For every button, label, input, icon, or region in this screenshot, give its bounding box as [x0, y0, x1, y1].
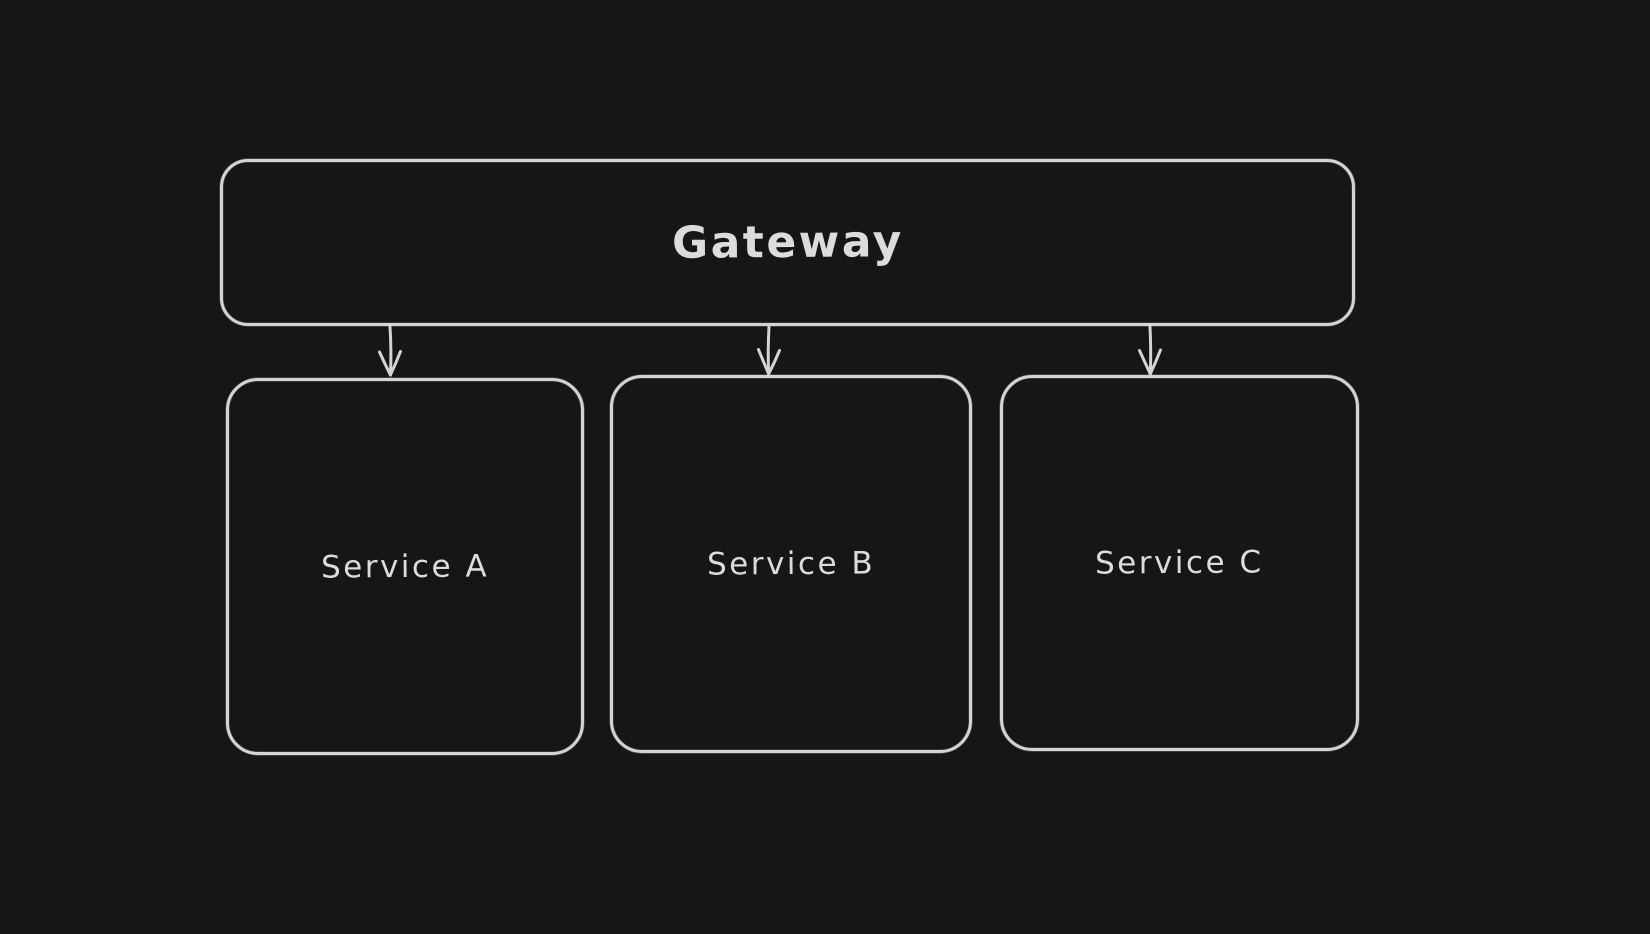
service-b-node-label: Service B: [706, 545, 876, 583]
service-a-node[interactable]: Service A: [226, 378, 584, 755]
service-a-node-label: Service A: [320, 547, 490, 586]
arrow-gateway-to-service-b-icon[interactable]: [757, 325, 781, 376]
arrow-gateway-to-service-a-icon[interactable]: [378, 325, 402, 377]
arrow-gateway-to-service-c-icon[interactable]: [1138, 325, 1162, 376]
service-b-node[interactable]: Service B: [610, 375, 972, 753]
gateway-node-label: Gateway: [671, 216, 904, 269]
service-c-node-label: Service C: [1095, 544, 1264, 582]
gateway-node[interactable]: Gateway: [220, 159, 1355, 326]
service-c-node[interactable]: Service C: [1000, 375, 1359, 751]
